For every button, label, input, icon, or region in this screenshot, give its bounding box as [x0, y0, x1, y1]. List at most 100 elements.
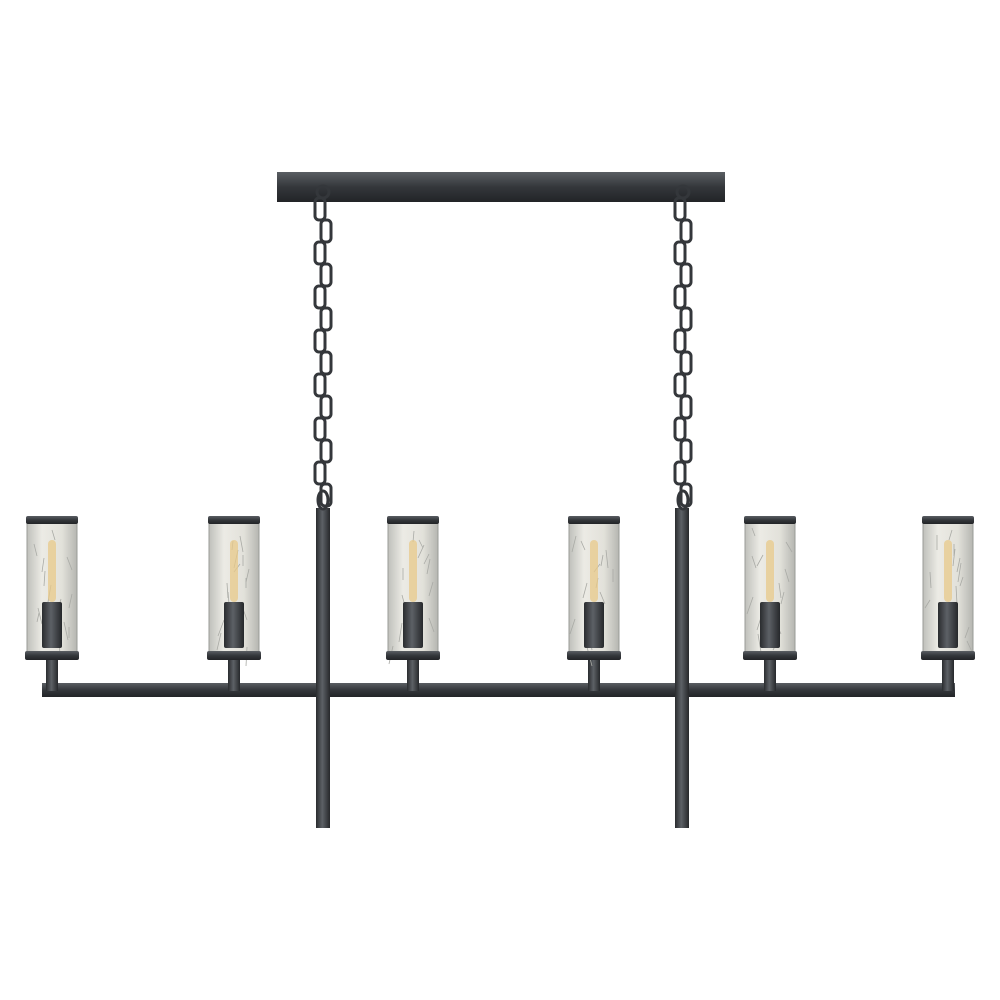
glass-crackle: [580, 540, 586, 551]
glass-crackle: [398, 622, 403, 643]
shade-bottom-cup: [207, 651, 261, 660]
glass-crackle: [418, 539, 424, 549]
chain-link: [673, 196, 687, 222]
chain-link: [679, 438, 693, 464]
bulb: [766, 540, 774, 602]
lamp: [386, 516, 440, 691]
glass-crackle: [582, 582, 588, 599]
horizontal-bar: [42, 683, 955, 697]
chain-link: [679, 218, 693, 244]
chain-link: [313, 196, 327, 222]
lamp-arm: [228, 655, 240, 691]
bulb-socket: [403, 602, 423, 648]
glass-crackle: [245, 568, 250, 583]
lamp: [25, 516, 79, 691]
chain-link: [313, 416, 327, 442]
chain-link: [673, 328, 687, 354]
glass-crackle: [33, 543, 38, 557]
chain-link: [679, 306, 693, 332]
chain-link: [319, 438, 333, 464]
chain-link: [319, 350, 333, 376]
glass-crackle: [417, 544, 425, 559]
glass-crackle: [929, 571, 932, 589]
vertical-rod-left: [316, 508, 330, 828]
glass-crackle: [924, 599, 931, 609]
bulb-socket: [224, 602, 244, 648]
chain-link: [679, 394, 693, 420]
glass-crackle: [780, 591, 785, 605]
ceiling-canopy: [277, 172, 725, 202]
glass-crackle: [43, 570, 46, 587]
glass-crackle: [957, 562, 962, 583]
glass-crackle: [784, 568, 790, 583]
shade-top-cap: [568, 516, 620, 524]
chain-link: [319, 306, 333, 332]
glass-crackle: [757, 633, 762, 653]
chain-link: [319, 218, 333, 244]
glass-crackle: [955, 585, 958, 605]
chain-link: [673, 372, 687, 398]
glass-crackle: [756, 554, 764, 567]
chain-link: [313, 460, 327, 486]
chain-link: [313, 328, 327, 354]
glass-crackle: [571, 535, 577, 553]
glass-crackle: [952, 548, 956, 567]
glass-crackle: [605, 549, 609, 569]
glass-crackle: [956, 557, 961, 573]
chain-link: [676, 489, 690, 511]
chain-link: [673, 240, 687, 266]
lamp-arm: [764, 655, 776, 691]
bulb-socket: [938, 602, 958, 648]
glass-crackle: [239, 535, 244, 553]
glass-crackle: [959, 576, 964, 587]
bulb: [230, 540, 238, 602]
shade-bottom-cup: [386, 651, 440, 660]
lamp-arm: [588, 655, 600, 691]
glass-crackle: [423, 553, 430, 565]
shade-top-cap: [208, 516, 260, 524]
shade-bottom-cup: [25, 651, 79, 660]
lamps: [25, 516, 975, 691]
glass-crackle: [51, 529, 56, 541]
lamp: [567, 516, 621, 691]
chain-link: [679, 350, 693, 376]
bulb: [944, 540, 952, 602]
glass-crackle: [41, 557, 45, 573]
shade-top-cap: [26, 516, 78, 524]
shade-top-cap: [387, 516, 439, 524]
shade-top-cap: [744, 516, 796, 524]
glass-crackle: [948, 529, 953, 541]
shade-bottom-cup: [743, 651, 797, 660]
glass-crackle: [785, 541, 793, 553]
chain-link: [673, 416, 687, 442]
bulb: [48, 540, 56, 602]
shade-bottom-cup: [921, 651, 975, 660]
lamp: [207, 516, 261, 691]
lamp-arm: [46, 655, 58, 691]
glass-crackle: [426, 558, 431, 575]
glass-crackle: [778, 582, 782, 599]
bulb-socket: [760, 602, 780, 648]
lamp-arm: [942, 655, 954, 691]
bulb-socket: [584, 602, 604, 648]
lamp-arm: [407, 655, 419, 691]
chain-link: [313, 372, 327, 398]
glass-crackle: [216, 632, 222, 651]
chandelier-frame: [42, 172, 955, 828]
glass-crackle: [226, 582, 229, 599]
glass-crackle: [569, 618, 576, 635]
bulb: [590, 540, 598, 602]
lamp: [743, 516, 797, 691]
chain: [673, 184, 693, 511]
glass-crackle: [751, 527, 756, 537]
chain-link: [313, 284, 327, 310]
glass-crackle: [68, 593, 73, 609]
bulb: [409, 540, 417, 602]
chain-link: [673, 460, 687, 486]
glass-crackle: [428, 617, 435, 633]
vertical-rod-right: [675, 508, 689, 828]
chain-link: [679, 262, 693, 288]
chain-link: [319, 394, 333, 420]
